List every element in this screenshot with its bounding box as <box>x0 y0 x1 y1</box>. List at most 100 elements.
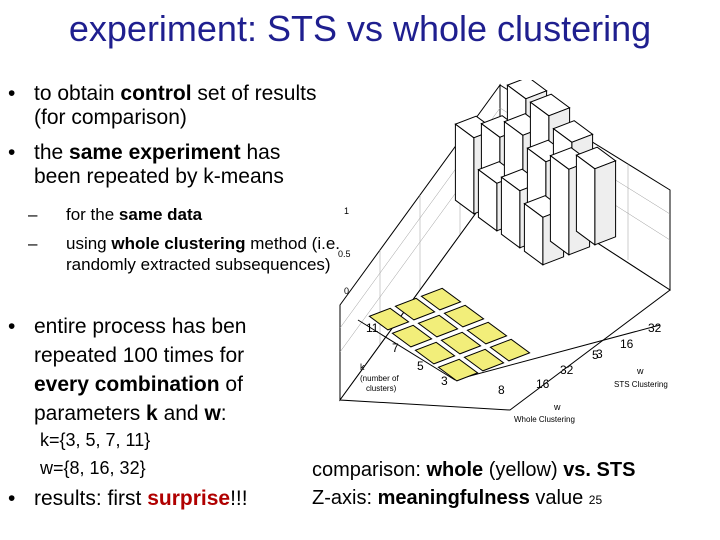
k-tick: 3 <box>596 347 603 361</box>
k-tick: 11 <box>366 321 379 335</box>
sts-bar-front <box>549 154 570 256</box>
sub-bold: whole clustering <box>111 234 246 253</box>
w-axis-label: Whole Clustering <box>514 415 575 424</box>
w-axis-label: w <box>636 366 644 376</box>
bullet-list-top: • to obtain control set of results (for … <box>8 82 320 189</box>
bullet-glyph: • <box>8 82 16 105</box>
w-tick: 32 <box>648 321 662 335</box>
w-tick: 8 <box>498 383 505 397</box>
w-axis-label: STS Clustering <box>614 380 668 389</box>
whole-bar <box>394 297 436 321</box>
caption-bold: meaningfulness <box>377 487 530 509</box>
k-axis-label: k <box>360 362 365 372</box>
caption-bold: vs. STS <box>563 459 636 481</box>
bullet-bold: every combination <box>34 373 220 396</box>
bullet-text: results: first <box>34 487 148 510</box>
sub-text: method (i.e. randomly extracted subseque… <box>66 234 341 274</box>
k-axis-label: clusters) <box>366 384 397 393</box>
bullet-text: entire process has ben repeated 100 time… <box>34 315 247 367</box>
bullet-item: • to obtain control set of results (for … <box>8 82 320 130</box>
whole-bar-top <box>489 338 531 362</box>
caption-text: Z-axis: <box>312 487 378 509</box>
bullet-text: to obtain <box>34 82 121 105</box>
w-tick: 16 <box>536 377 550 391</box>
bullet-glyph: • <box>8 141 16 164</box>
whole-bar-top <box>420 287 462 311</box>
z-tick: 0 <box>344 286 349 296</box>
sts-bar-front <box>477 168 498 232</box>
whole-bar <box>437 358 479 382</box>
caption-text: (yellow) <box>483 459 564 481</box>
page-number: 25 <box>588 493 603 507</box>
z-tick: 1 <box>344 206 349 216</box>
bullet-text: and <box>157 402 205 425</box>
whole-bar-top <box>466 321 508 345</box>
sub-bold: same data <box>118 205 203 224</box>
whole-bar <box>443 304 485 328</box>
caption-text: value <box>529 487 589 509</box>
k-tick: 3 <box>441 374 448 388</box>
sub-text: for the <box>66 205 119 224</box>
front-axis-right <box>454 324 661 381</box>
bullet-bold: same experiment <box>69 141 241 164</box>
sub-bullet-2: – using whole clustering method (i.e. ra… <box>28 233 356 275</box>
bullet-bold: control <box>120 82 192 105</box>
params-block: k={3, 5, 7, 11} w={8, 16, 32} <box>40 426 150 482</box>
w-tick: 16 <box>620 337 634 351</box>
k-values: k={3, 5, 7, 11} <box>40 430 151 450</box>
bullet-list-mid: • entire process has ben repeated 100 ti… <box>8 312 298 428</box>
bullet-text: !!! <box>230 487 248 510</box>
surprise-word: surprise <box>147 487 231 510</box>
whole-bar <box>440 331 482 355</box>
slide-title: experiment: STS vs whole clustering <box>68 8 652 49</box>
front-axis-left <box>357 319 456 381</box>
bar3d-figure: 0 0.5 1 11 7 5 3 8 16 32 3 5 16 32 k (nu… <box>338 80 671 424</box>
whole-bar-top <box>417 314 459 338</box>
whole-bar <box>414 341 456 365</box>
whole-bar-top <box>443 304 485 328</box>
whole-bar <box>368 307 410 331</box>
bullet-text: has been repeated by k-means <box>34 141 284 188</box>
sub-bullet-1: – for the same data <box>28 204 356 225</box>
sts-bar-front <box>454 123 475 215</box>
w-axis-label: w <box>553 402 561 412</box>
whole-bar-top <box>414 341 456 365</box>
whole-bar-top <box>391 324 433 348</box>
bullet-text: the <box>34 141 70 164</box>
sts-bar-front <box>575 154 596 246</box>
k-tick: 5 <box>592 348 599 362</box>
whole-bar-top <box>440 331 482 355</box>
whole-bar <box>417 314 459 338</box>
bar-group <box>368 80 617 382</box>
param-w: w <box>204 402 221 425</box>
sub-text: using <box>66 234 112 253</box>
z-tick: 0.5 <box>338 249 351 259</box>
bullet-text: set of results (for comparison) <box>34 82 317 129</box>
whole-bar <box>420 287 462 311</box>
sts-bar-side <box>594 160 617 246</box>
bullet-glyph: • <box>8 487 16 510</box>
bullet-item: • the same experiment has been repeated … <box>8 141 320 189</box>
whole-bar <box>489 338 531 362</box>
param-k: k <box>146 402 158 425</box>
caption-text: comparison: <box>312 459 427 481</box>
bullet-item: • results: first surprise!!! <box>8 487 308 511</box>
whole-bar-top <box>437 358 479 382</box>
bullet-glyph: • <box>8 315 16 338</box>
whole-bar <box>391 324 433 348</box>
sts-bar-front <box>523 202 544 266</box>
dash-glyph: – <box>28 234 38 253</box>
whole-bar <box>463 348 505 372</box>
sts-bar-front <box>500 176 521 249</box>
bullet-text: : <box>220 402 227 425</box>
sts-bar <box>575 146 617 246</box>
bullet-text: of parameters <box>34 373 243 425</box>
whole-bar-top <box>463 348 505 372</box>
bullet-list-bottom: • results: first surprise!!! <box>8 487 308 511</box>
k-tick: 7 <box>392 341 399 355</box>
whole-bar-top <box>368 307 410 331</box>
caption-bold: whole <box>426 459 484 481</box>
k-tick: 5 <box>417 359 424 373</box>
figure-caption-line2: Z-axis: meaningfulness value 25 <box>312 485 602 513</box>
whole-bar-top <box>394 297 436 321</box>
